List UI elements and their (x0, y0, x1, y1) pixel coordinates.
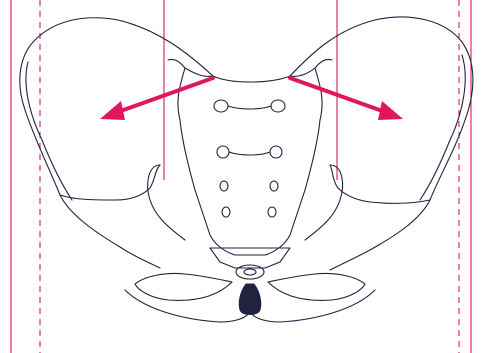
left-outward-arrow (100, 78, 213, 120)
foramen-left-3 (220, 181, 228, 191)
arrows (100, 78, 403, 120)
foramen-right-4 (268, 207, 276, 217)
coccyx-shape (239, 284, 261, 315)
pubic-symphysis-inner (244, 269, 256, 275)
foramen-right-3 (270, 181, 278, 191)
coccyx-region (210, 248, 290, 315)
pubic-symphysis-ring (236, 265, 264, 279)
foramen-left-1 (214, 100, 228, 112)
right-outward-arrow (290, 78, 403, 120)
sacrum (168, 59, 332, 255)
left-arrowhead (100, 101, 125, 120)
foramen-right-1 (271, 100, 285, 112)
foramen-left-4 (222, 207, 230, 217)
foramen-right-2 (270, 146, 282, 158)
right-ilium (290, 17, 473, 270)
foramen-left-2 (217, 146, 229, 158)
right-arrowhead (378, 101, 403, 120)
